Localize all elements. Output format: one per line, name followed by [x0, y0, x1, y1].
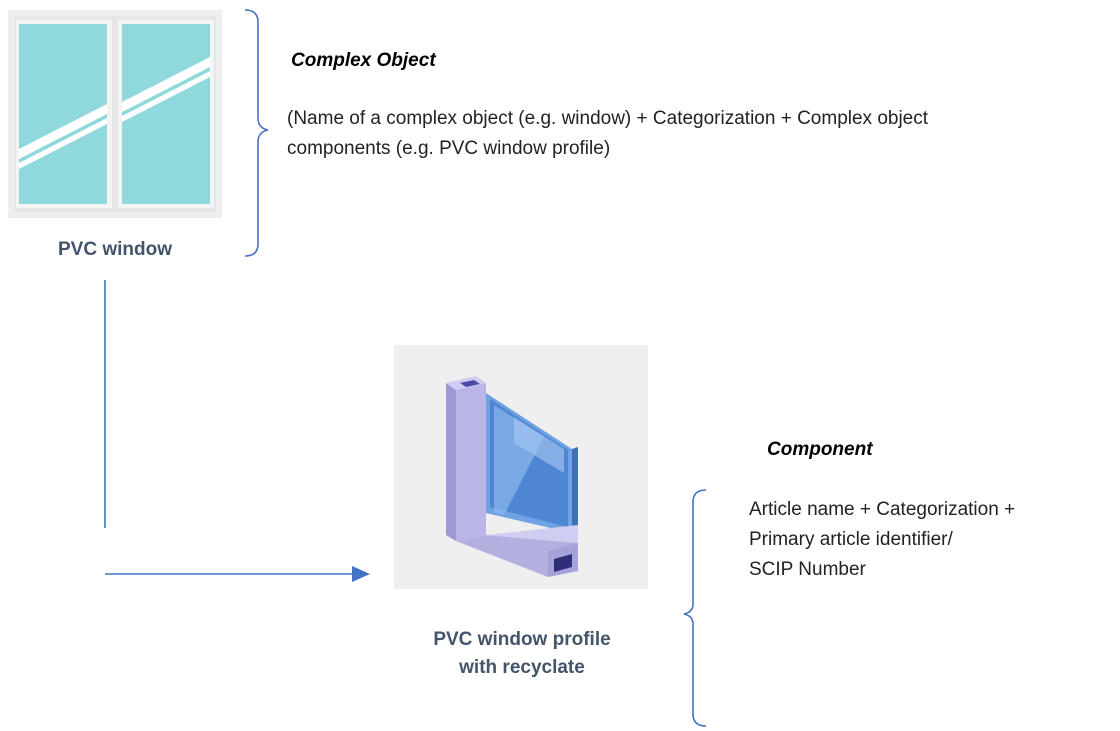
component-description: Article name + Categorization + Primary … — [749, 495, 1109, 585]
complex-object-description: (Name of a complex object (e.g. window) … — [287, 104, 1117, 164]
connector-arrow — [104, 280, 370, 582]
pvc-window-image — [8, 10, 222, 218]
complex-object-description-line-1: (Name of a complex object (e.g. window) … — [287, 108, 929, 129]
window-profile-image — [394, 345, 648, 589]
complex-object-brace — [244, 9, 269, 257]
pvc-window-icon — [14, 16, 216, 212]
component-brace — [683, 489, 707, 727]
component-description-line-2: Primary article identifier/ — [749, 529, 953, 550]
window-profile-icon — [446, 376, 578, 577]
component-heading: Component — [767, 439, 873, 460]
window-profile-caption: PVC window profile with recyclate — [400, 626, 644, 682]
window-profile-caption-line-2: with recyclate — [459, 657, 585, 678]
pvc-window-caption: PVC window — [58, 239, 172, 260]
component-description-line-3: SCIP Number — [749, 559, 866, 580]
complex-object-heading: Complex Object — [291, 50, 436, 71]
component-description-line-1: Article name + Categorization + — [749, 499, 1016, 520]
complex-object-description-line-2: components (e.g. PVC window profile) — [287, 138, 611, 159]
window-profile-caption-line-1: PVC window profile — [433, 629, 611, 650]
